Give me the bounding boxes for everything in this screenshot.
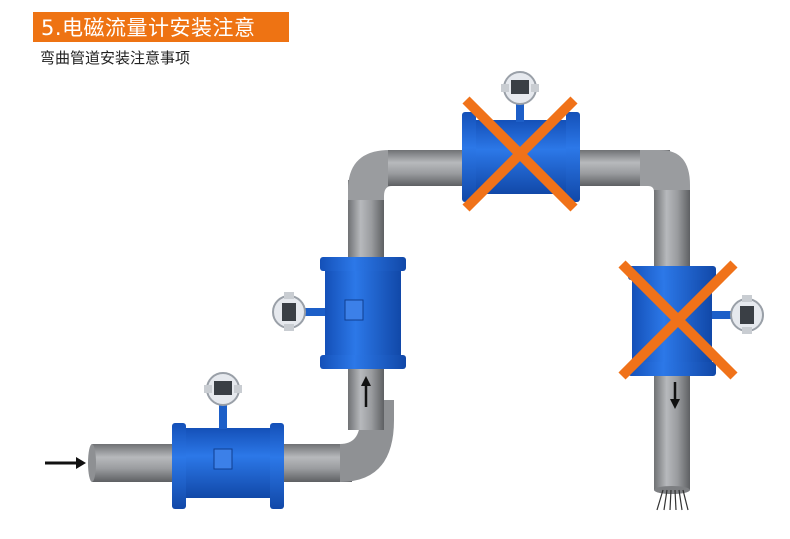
upper-left-elbow (348, 150, 400, 200)
flow-direction-arrow-icon (45, 457, 86, 469)
section-title: 5.电磁流量计安装注意 (41, 16, 256, 40)
inlet-pipe-end (88, 444, 96, 482)
flowmeter-downflow-section (628, 266, 764, 376)
cross-mark-icon (462, 96, 578, 212)
outlet-discharge-icon (656, 489, 689, 511)
upper-right-elbow (640, 150, 690, 200)
flow-direction-arrow-icon (361, 376, 371, 407)
outlet-pipe-end (654, 486, 690, 494)
flowmeter-inlet-section (172, 372, 284, 509)
flowmeter-riser-section (272, 257, 406, 369)
flow-direction-arrow-icon (670, 382, 680, 409)
cross-mark-icon (618, 260, 738, 380)
flowmeter-top-bend-section (462, 71, 580, 202)
section-subtitle: 弯曲管道安装注意事项 (40, 49, 191, 67)
section-title-banner: 5.电磁流量计安装注意 (33, 12, 289, 42)
